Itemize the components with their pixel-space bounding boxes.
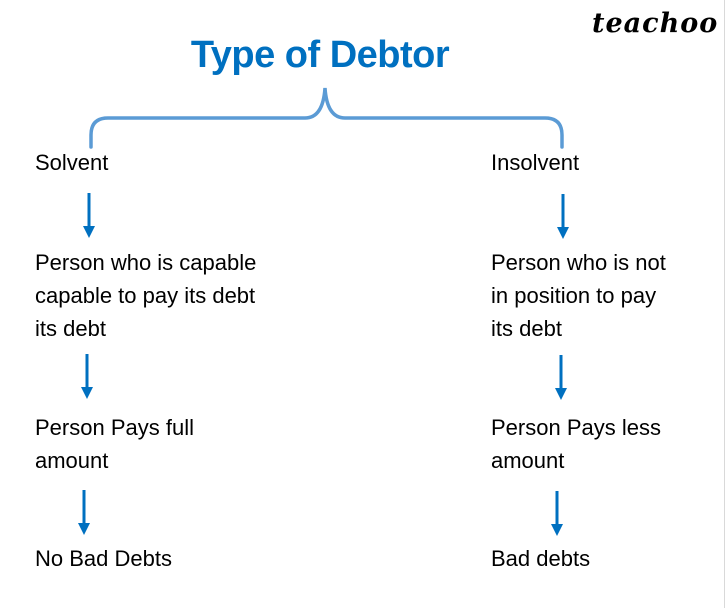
arrow-down-icon <box>557 194 569 239</box>
insolvent-heading: Insolvent <box>491 150 580 175</box>
solvent-heading: Solvent <box>35 150 109 175</box>
arrow-down-icon <box>83 193 95 238</box>
insolvent-step-3: Bad debts <box>491 546 591 571</box>
diagram-title: Type of Debtor <box>190 34 450 76</box>
solvent-step-3: No Bad Debts <box>35 546 172 571</box>
arrow-down-icon <box>551 491 563 536</box>
arrow-down-icon <box>81 354 93 399</box>
teachoo-logo: teachoo <box>592 8 719 39</box>
solvent-step-2: Person Pays full amount <box>35 415 194 473</box>
right-border <box>724 0 725 608</box>
insolvent-step-1: Person who is not in position to pay its… <box>491 250 666 341</box>
solvent-step-1: Person who is capable capable to pay its… <box>35 250 257 341</box>
insolvent-step-2: Person Pays less amount <box>491 415 661 473</box>
arrow-down-icon <box>555 355 567 400</box>
arrow-down-icon <box>78 490 90 535</box>
